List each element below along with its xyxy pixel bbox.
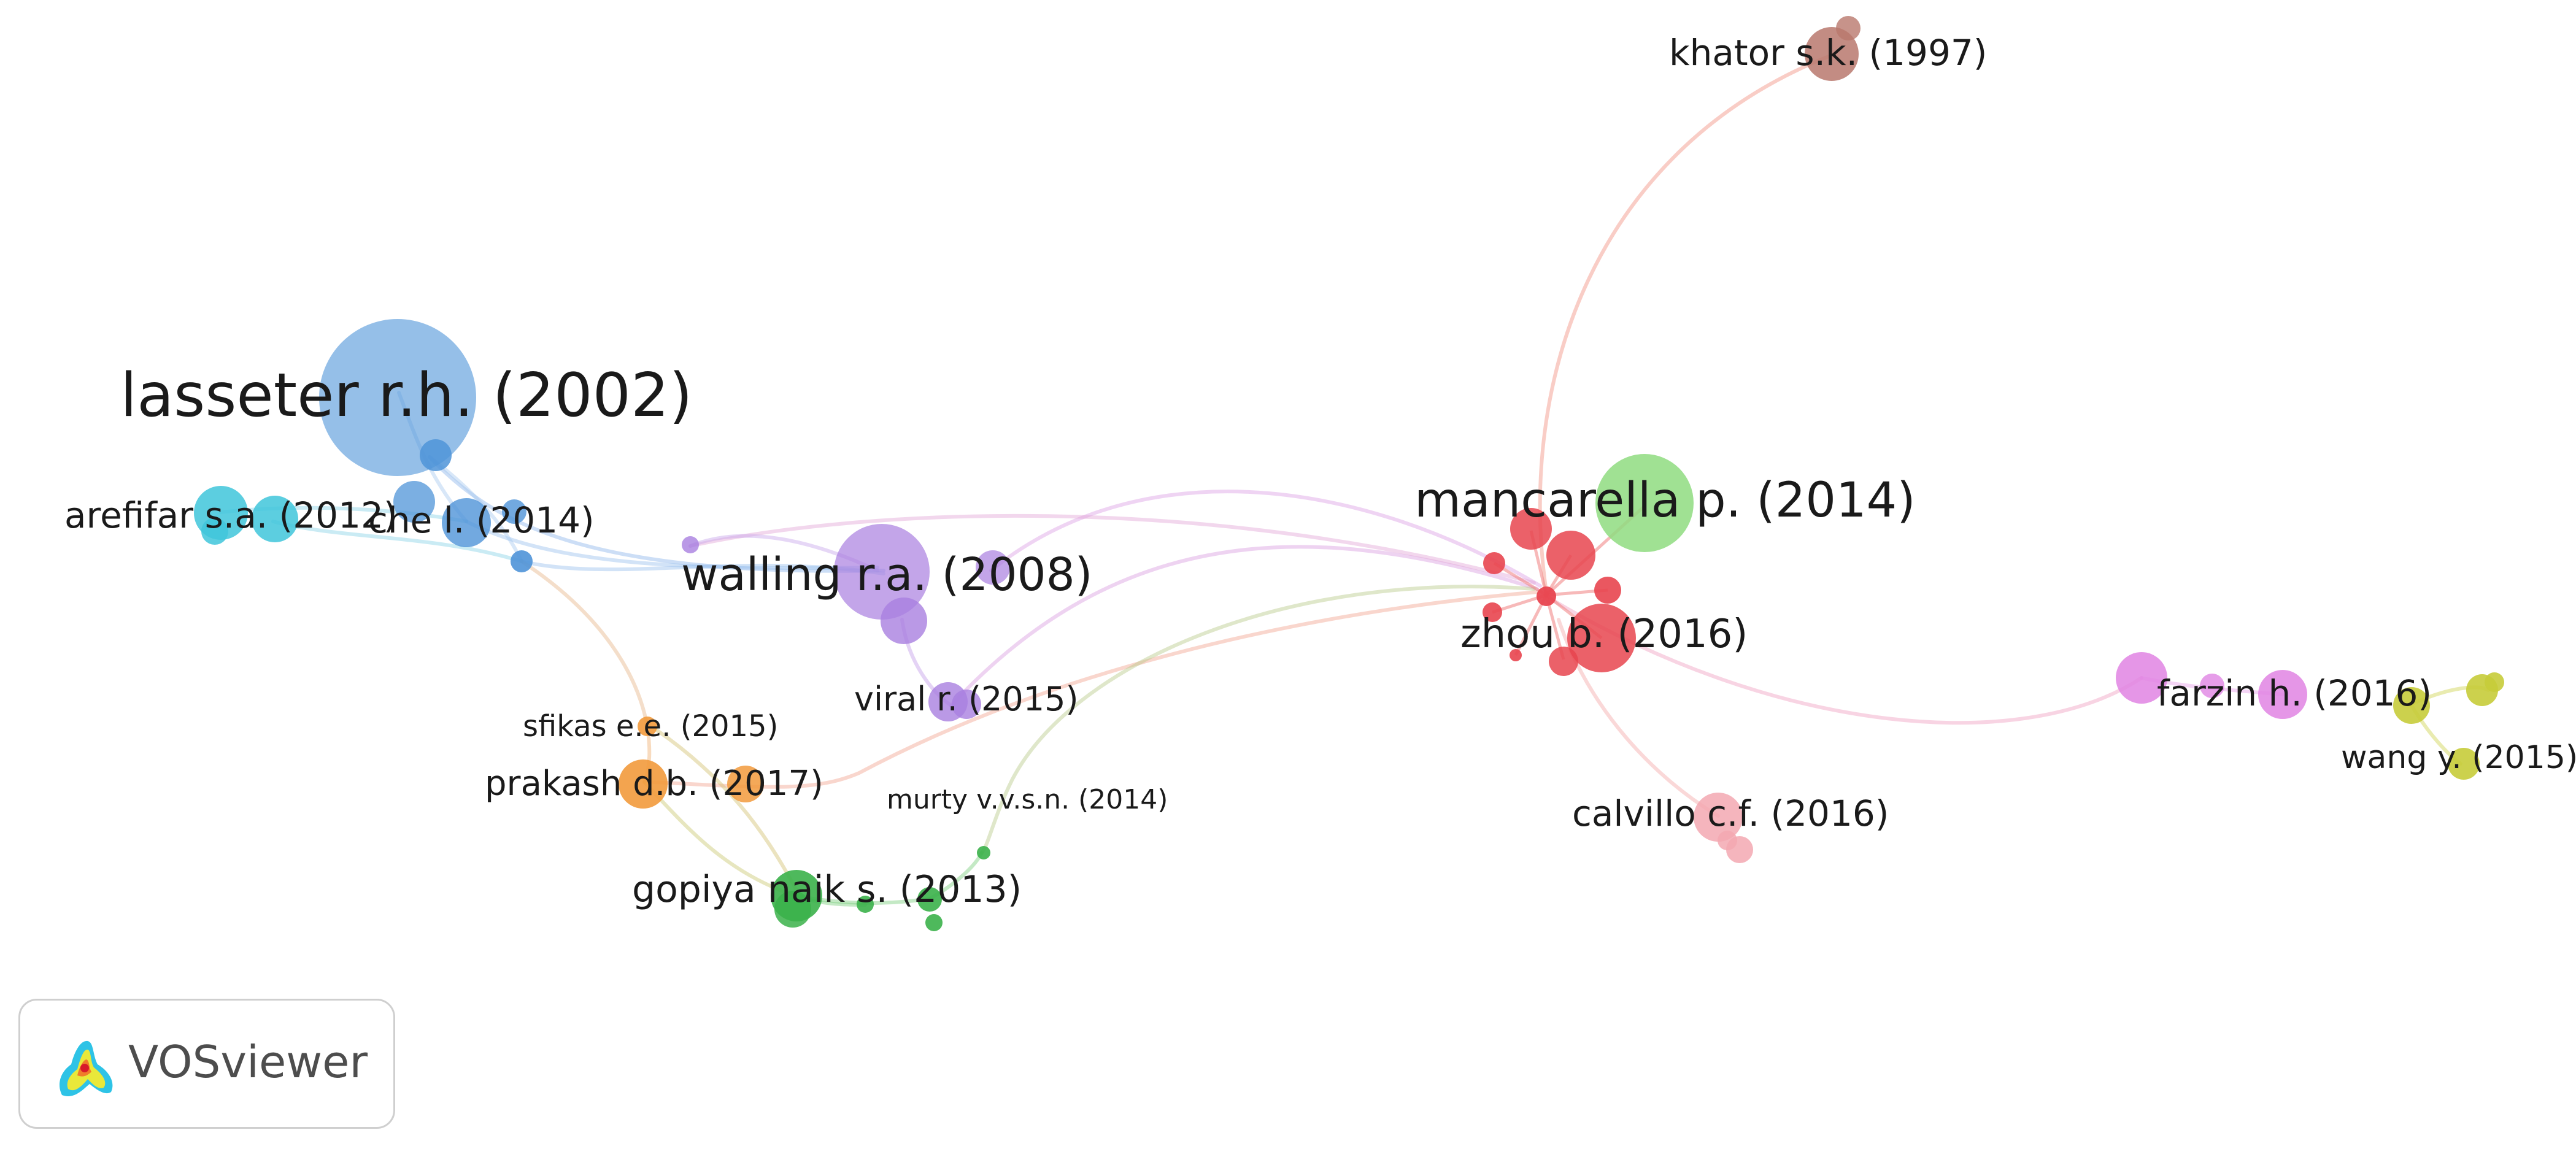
label-che[interactable]: che l. (2014) — [368, 499, 595, 541]
node-cyan-2[interactable] — [252, 496, 298, 542]
label-walling[interactable]: walling r.a. (2008) — [681, 548, 1093, 601]
edge-blue-2 — [465, 520, 879, 571]
node-green-3[interactable] — [857, 896, 874, 913]
node-farzin-1[interactable] — [2116, 652, 2167, 704]
node-walling[interactable] — [834, 524, 930, 620]
edge-blue-orange — [520, 559, 649, 729]
node-pink-3[interactable] — [1718, 831, 1737, 850]
node-red-6[interactable] — [1537, 586, 1556, 606]
node-blue-4[interactable] — [511, 550, 533, 572]
label-murty[interactable]: murty v.v.s.n. (2014) — [887, 784, 1168, 815]
node-purple-4[interactable] — [682, 536, 699, 553]
node-murty[interactable] — [977, 846, 990, 859]
edge-zhou-farzin — [1548, 596, 2143, 725]
label-calvillo[interactable]: calvillo c.f. (2016) — [1572, 793, 1889, 834]
node-red-5[interactable] — [1594, 577, 1621, 604]
node-blue-3[interactable] — [502, 499, 526, 524]
edge-zhou-viral — [949, 545, 1539, 707]
node-green-4[interactable] — [917, 887, 942, 912]
node-che[interactable] — [442, 498, 491, 547]
node-blue-1[interactable] — [420, 439, 452, 471]
node-red-4[interactable] — [1483, 552, 1505, 574]
label-arefifar[interactable]: arefifar s.a. (2012) — [64, 494, 398, 536]
node-zhou[interactable] — [1567, 604, 1636, 672]
node-red-2[interactable] — [1510, 508, 1552, 550]
label-khator[interactable]: khator s.k. (1997) — [1669, 32, 1987, 74]
node-farzin[interactable] — [2258, 670, 2307, 719]
node-lasseter[interactable] — [319, 319, 476, 476]
label-farzin[interactable]: farzin h. (2016) — [2157, 672, 2432, 714]
node-blue-2[interactable] — [393, 481, 435, 523]
node-yellow-1[interactable] — [2393, 687, 2430, 724]
node-red-8[interactable] — [1483, 602, 1502, 622]
nodes — [194, 16, 2504, 931]
edge-blue-cyan-2 — [271, 520, 523, 563]
node-viral-2[interactable] — [952, 690, 981, 719]
label-gopiya[interactable]: gopiya naik s. (2013) — [632, 868, 1022, 911]
node-yellow-3[interactable] — [2485, 672, 2504, 692]
vosviewer-logo-icon — [59, 1040, 113, 1097]
node-khator[interactable] — [1805, 27, 1859, 81]
label-mancarella[interactable]: mancarella p. (2014) — [1414, 473, 1916, 528]
label-prakash[interactable]: prakash d.b. (2017) — [485, 764, 823, 804]
label-sfikas[interactable]: sfikas e.e. (2015) — [523, 709, 778, 744]
node-red-7[interactable] — [1549, 647, 1578, 676]
node-prakash[interactable] — [619, 759, 668, 809]
edge-blue-1 — [428, 455, 885, 573]
labels: lasseter r.h. (2002) arefifar s.a. (2012… — [64, 32, 2576, 911]
edge-zhou-walling — [989, 490, 1542, 588]
edge-zhou-lasseter — [688, 513, 1536, 585]
node-green-5[interactable] — [925, 914, 943, 931]
edge-zhou-khator — [1538, 53, 1834, 594]
label-wang[interactable]: wang y. (2015) — [2341, 739, 2576, 776]
node-mancarella[interactable] — [1595, 454, 1694, 552]
node-calvillo[interactable] — [1694, 793, 1743, 842]
node-gopiya-2[interactable] — [774, 891, 811, 928]
label-zhou[interactable]: zhou b. (2016) — [1460, 612, 1748, 657]
edge-zhou-prakash — [652, 590, 1539, 789]
node-red-9[interactable] — [1510, 649, 1522, 661]
label-lasseter[interactable]: lasseter r.h. (2002) — [120, 361, 693, 431]
vosviewer-logo-box: VOSviewer — [18, 999, 395, 1129]
node-purple-3[interactable] — [976, 550, 1010, 585]
node-purple-2[interactable] — [881, 598, 927, 644]
node-cyan-3[interactable] — [201, 518, 228, 545]
node-wang[interactable] — [2448, 748, 2480, 780]
vosviewer-logo-text: VOSviewer — [128, 1036, 368, 1088]
label-viral[interactable]: viral r. (2015) — [854, 680, 1079, 718]
edge-blue-3 — [520, 559, 885, 575]
node-sfikas[interactable] — [638, 717, 657, 736]
node-farzin-2[interactable] — [2200, 674, 2224, 698]
node-brown-2[interactable] — [1836, 16, 1861, 40]
node-orange-2[interactable] — [727, 766, 764, 802]
node-red-3[interactable] — [1546, 531, 1595, 580]
edge-zhou-murty — [980, 585, 1536, 855]
